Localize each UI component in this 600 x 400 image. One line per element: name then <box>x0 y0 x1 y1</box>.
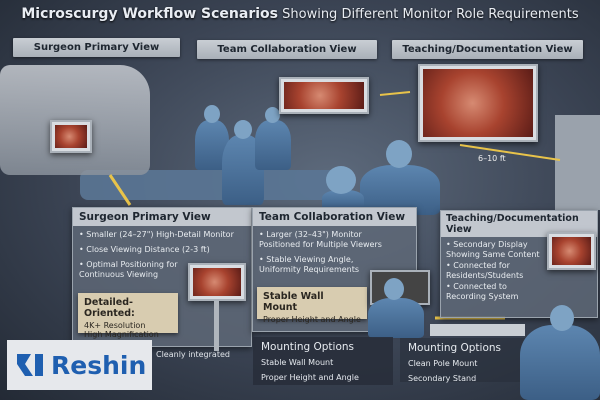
monitor-stand <box>214 301 219 351</box>
viewer-head <box>550 305 574 331</box>
surgeon-head <box>265 107 280 123</box>
reshin-logo-icon <box>17 354 43 376</box>
equipment-rack <box>555 115 600 210</box>
wall-mount-callout: Stable Wall Mount Proper Height and Angl… <box>257 287 367 324</box>
label-surgeon-primary: Surgeon Primary View <box>13 38 180 57</box>
panel-title: Teaching/Documentation View <box>441 211 597 237</box>
mount-item: Proper Height and Angle <box>261 373 359 382</box>
surgeon-head <box>234 120 252 139</box>
teaching-mounting-options: Mounting Options Clean Pole Mount Second… <box>400 338 525 383</box>
detail-callout: Detailed-Oriented: 4K+ Resolution High M… <box>78 293 178 339</box>
surgeon-panel-monitor <box>188 263 246 301</box>
viewer-head <box>326 166 356 194</box>
surgeon-monitor <box>50 120 92 153</box>
viewer-head <box>386 140 412 168</box>
panel-title: Surgeon Primary View <box>73 208 251 226</box>
label-teaching-documentation: Teaching/Documentation View <box>392 40 583 59</box>
bullet: Connected for Residents/Students <box>446 261 546 280</box>
surgeon-head <box>204 105 220 123</box>
team-wall-monitor <box>279 77 369 114</box>
logo-text: Reshin <box>51 350 147 380</box>
distance-arrow <box>459 144 561 161</box>
reshin-logo: Reshin <box>7 340 152 390</box>
mount-title: Mounting Options <box>261 341 354 353</box>
bullet: Smaller (24–27") High-Detail Monitor <box>79 230 245 240</box>
callout-item: 4K+ Resolution <box>84 321 146 330</box>
bullet: Optimal Positioning for Continuous Viewi… <box>79 260 179 280</box>
extra-note: Cleanly integrated <box>156 350 230 359</box>
callout-item: High Magnification <box>84 330 159 339</box>
label-team-collaboration: Team Collaboration View <box>197 40 377 59</box>
teaching-panel-monitor <box>547 232 596 270</box>
bullet: Secondary Display Showing Same Content <box>446 240 546 259</box>
callout-title: Stable Wall Mount <box>263 291 324 313</box>
viewer-head <box>384 278 404 300</box>
viewer-figure <box>360 165 440 215</box>
mount-title: Mounting Options <box>408 342 501 354</box>
pointer-arrow <box>108 174 132 206</box>
bullet: Stable Viewing Angle, Uniformity Require… <box>259 255 369 275</box>
distance-label: 6–10 ft <box>478 154 506 163</box>
callout-title: Detailed-Oriented: <box>84 297 135 319</box>
team-mounting-options: Mounting Options Stable Wall Mount Prope… <box>253 337 393 385</box>
surgeon-figure <box>255 120 291 170</box>
viewer-figure <box>322 190 364 210</box>
bullet: Close Viewing Distance (2-3 ft) <box>79 245 245 255</box>
panel-title: Team Collaboration View <box>253 208 416 226</box>
mount-item: Stable Wall Mount <box>261 358 334 367</box>
callout-item: Proper Height and Angle <box>263 315 361 324</box>
mount-item: Secondary Stand <box>408 374 477 383</box>
page-title: Microscurgy Workflow Scenarios Showing D… <box>21 6 579 22</box>
pointer-arrow <box>379 91 411 96</box>
bullet: Larger (32–43") Monitor Positioned for M… <box>259 230 389 250</box>
mount-item: Clean Pole Mount <box>408 359 478 368</box>
teaching-monitor <box>418 64 538 142</box>
viewer-figure <box>520 325 600 400</box>
viewer-figure <box>368 298 424 338</box>
recording-unit <box>430 324 525 336</box>
bullet: Connected to Recording System <box>446 282 546 301</box>
